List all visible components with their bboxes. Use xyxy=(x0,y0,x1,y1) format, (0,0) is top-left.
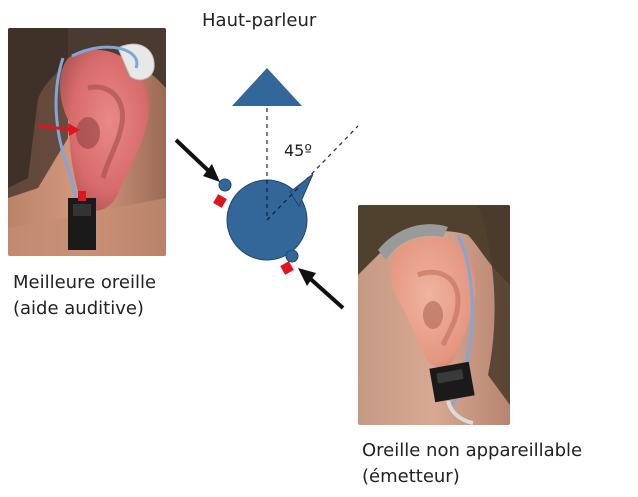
unaided-ear-photo xyxy=(358,205,510,425)
best-ear-caption-line2: (aide auditive) xyxy=(13,296,144,322)
best-ear-caption-line1: Meilleure oreille xyxy=(13,270,156,296)
speaker-label: Haut-parleur xyxy=(202,8,316,34)
unaided-ear-caption-line1: Oreille non appareillable xyxy=(362,438,582,464)
unaided-ear-caption-line2: (émetteur) xyxy=(362,464,460,490)
directional-diagram xyxy=(170,60,370,320)
angle-label: 45º xyxy=(284,138,312,164)
speaker-icon xyxy=(232,68,302,106)
best-ear-photo xyxy=(8,28,166,256)
